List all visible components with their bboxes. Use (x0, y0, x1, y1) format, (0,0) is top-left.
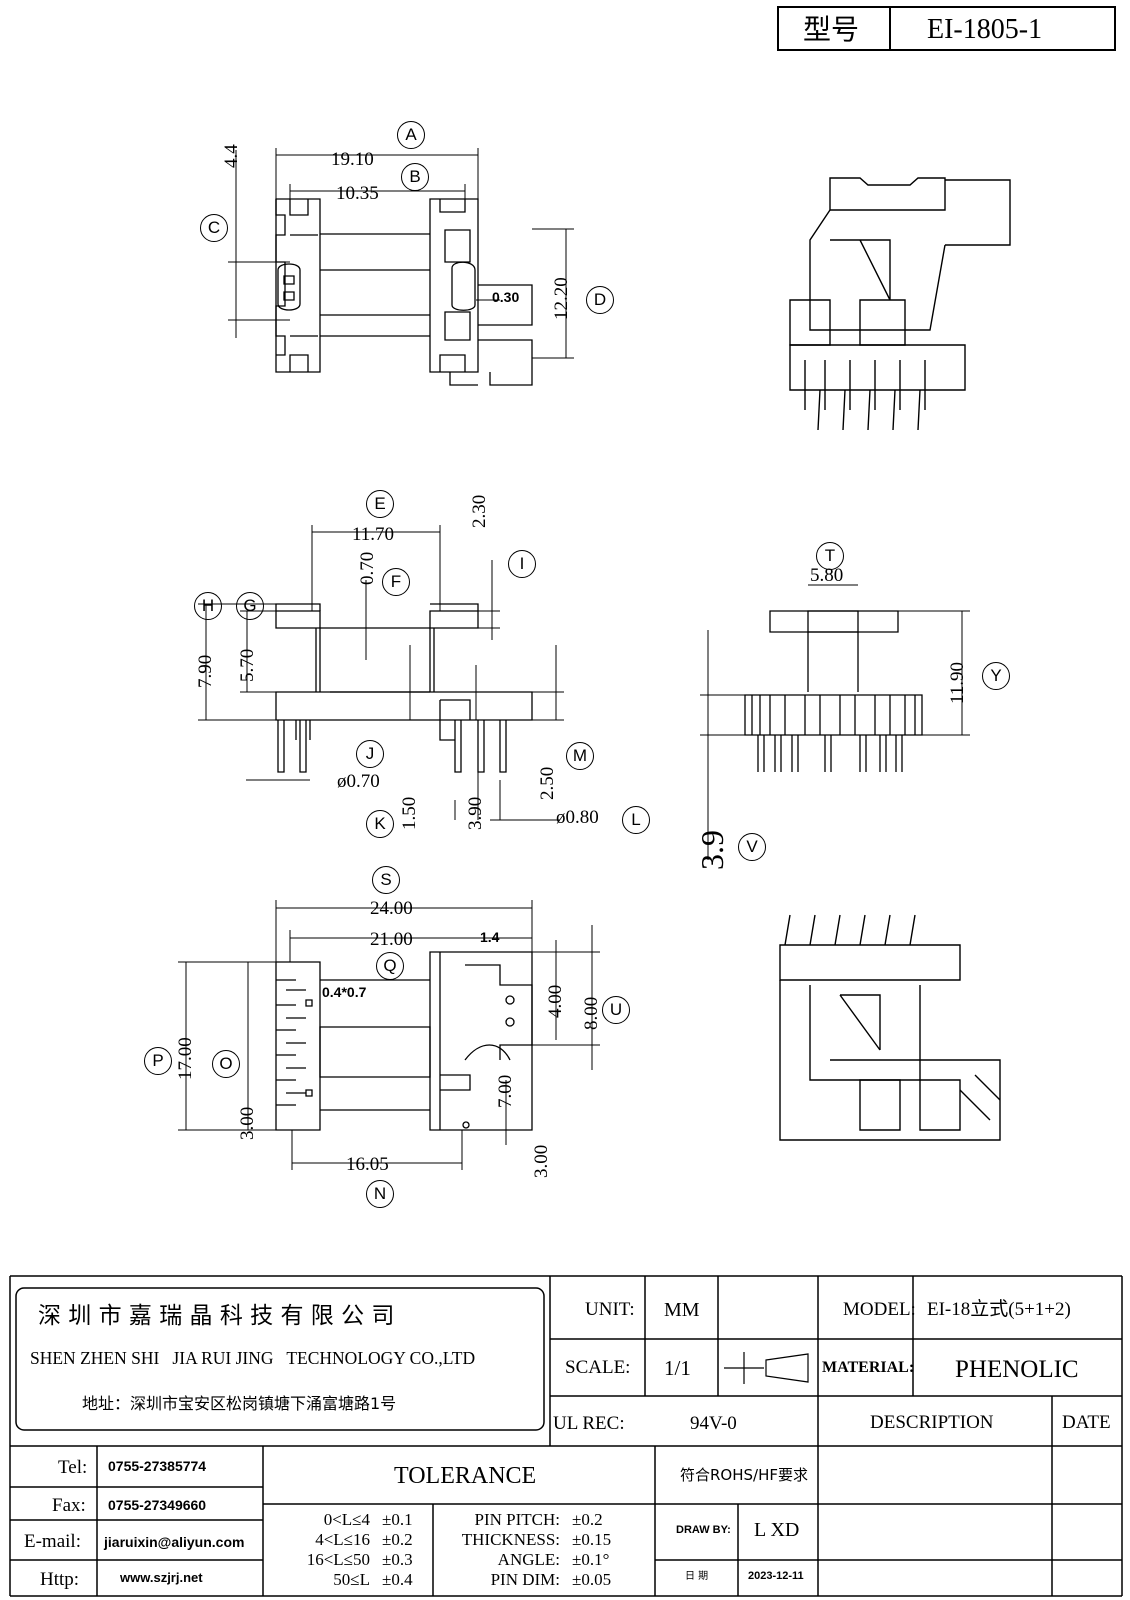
dim-J-value: ø0.70 (337, 771, 380, 792)
date-label: DATE (1062, 1412, 1111, 1433)
rohs-note: 符合ROHS/HF要求 (680, 1466, 808, 1484)
callout-P: P (144, 1047, 172, 1075)
dim-N-value: 16.05 (346, 1154, 389, 1175)
callout-T: T (816, 542, 844, 570)
callout-C: C (200, 214, 228, 242)
model-title-label: 型号 (803, 13, 860, 46)
callout-D: D (586, 286, 614, 314)
unit-label: UNIT: (585, 1299, 635, 1320)
tolerance-item: PIN DIM:±0.05 (490, 1570, 612, 1589)
model-label: MODEL: (843, 1299, 916, 1320)
dim-inner-value: 21.00 (370, 929, 413, 950)
fax-value: 0755-27349660 (108, 1497, 207, 1513)
unit-value: MM (664, 1299, 700, 1321)
callout-O: O (212, 1050, 240, 1078)
model-title-box: 型号 EI-1805-1 (777, 6, 1116, 51)
iso-view-top (790, 178, 1010, 430)
callout-B: B (401, 163, 429, 191)
draw-by-label: DRAW BY: (676, 1524, 731, 1536)
date-field-label: 日 期 (685, 1571, 709, 1582)
bottom-view-drawing (276, 952, 532, 1130)
material-label: MATERIAL: (822, 1359, 915, 1376)
date-field-value: 2023-12-11 (748, 1570, 804, 1582)
dim-small-value: 1.4 (480, 929, 500, 945)
callout-M: M (566, 742, 594, 770)
http-label: Http: (40, 1569, 80, 1590)
ul-rec-value: 94V-0 (690, 1413, 737, 1434)
callout-G: G (236, 592, 264, 620)
callout-Q: Q (376, 952, 404, 980)
top-view-drawing (276, 199, 532, 385)
tolerance-ranges: 0<L≤4±0.1 4<L≤16±0.2 16<L≤50±0.3 50≤L±0.… (270, 1510, 430, 1590)
tel-value: 0755-27385774 (108, 1458, 207, 1474)
model-title-value: EI-1805-1 (927, 14, 1043, 45)
http-value[interactable]: www.szjrj.net (120, 1570, 203, 1585)
callout-N: N (366, 1180, 394, 1208)
iso-view-bottom (780, 915, 1000, 1140)
tolerance-item: ANGLE:±0.1° (497, 1550, 610, 1569)
dim-B-value: 10.35 (336, 183, 379, 204)
scale-value: 1/1 (664, 1356, 691, 1380)
side-view-drawing (745, 611, 922, 772)
email-value[interactable]: jiaruixin@aliyun.com (104, 1534, 245, 1550)
tolerance-items: PIN PITCH:±0.2 THICKNESS:±0.15 ANGLE:±0.… (438, 1510, 653, 1590)
callout-V: V (738, 833, 766, 861)
material-value: PHENOLIC (955, 1356, 1079, 1383)
callout-H: H (194, 592, 222, 620)
scale-label: SCALE: (565, 1357, 631, 1378)
dim-L-value: ø0.80 (556, 807, 599, 828)
callout-A: A (397, 121, 425, 149)
projection-symbol-icon (722, 1350, 812, 1386)
tolerance-row: 16<L≤50±0.3 (306, 1550, 413, 1569)
dim-T-value: 5.80 (810, 565, 844, 586)
dim-gap-value: 0.30 (492, 289, 520, 305)
tolerance-row: 50≤L±0.4 (333, 1570, 413, 1589)
callout-L: L (622, 806, 650, 834)
description-label: DESCRIPTION (870, 1412, 994, 1433)
callout-F: F (382, 568, 410, 596)
callout-E: E (366, 490, 394, 518)
email-label: E-mail: (24, 1531, 81, 1552)
callout-K: K (366, 810, 394, 838)
tolerance-title: TOLERANCE (394, 1463, 537, 1489)
dim-E-value: 11.70 (352, 524, 395, 545)
fax-label: Fax: (52, 1495, 86, 1516)
dim-S-value: 24.00 (370, 898, 413, 919)
draw-by-value: L XD (754, 1519, 800, 1541)
company-name-en: SHEN ZHEN SHI JIA RUI JING TECHNOLOGY CO… (30, 1348, 476, 1368)
callout-Y: Y (982, 662, 1010, 690)
dim-Q-value: 0.4*0.7 (322, 984, 367, 1000)
ul-rec-label: UL REC: (553, 1413, 625, 1434)
callout-S: S (372, 866, 400, 894)
callout-U: U (602, 996, 630, 1024)
tel-label: Tel: (58, 1457, 88, 1478)
tolerance-item: PIN PITCH:±0.2 (474, 1510, 603, 1529)
company-name-cn: 深 圳 市 嘉 瑞 晶 科 技 有 限 公 司 (38, 1303, 395, 1329)
callout-I: I (508, 550, 536, 578)
tolerance-row: 0<L≤4±0.1 (323, 1510, 413, 1529)
model-value: EI-18立式(5+1+2) (927, 1299, 1071, 1320)
tolerance-row: 4<L≤16±0.2 (315, 1530, 413, 1549)
tolerance-item: THICKNESS:±0.15 (461, 1530, 612, 1549)
callout-J: J (356, 740, 384, 768)
company-address: 地址：深圳市宝安区松岗镇塘下涌富塘路1号 (82, 1394, 397, 1413)
drawing-area (0, 0, 1130, 1275)
dim-A-value: 19.10 (331, 149, 374, 170)
